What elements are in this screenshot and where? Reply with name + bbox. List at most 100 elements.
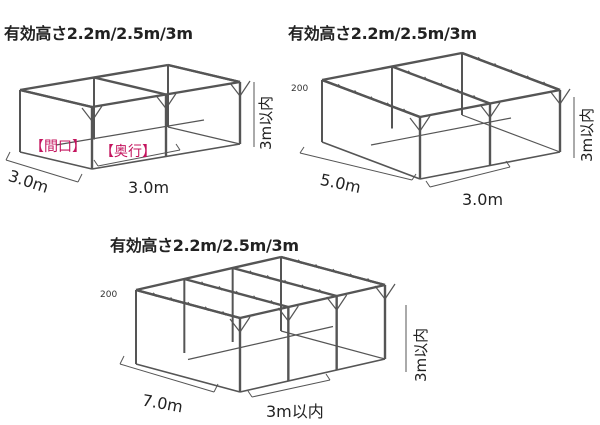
truss: [543, 81, 548, 87]
panel3-height-label: 3m以内: [412, 327, 430, 382]
base-pipe: [91, 143, 241, 170]
truss: [349, 273, 354, 278]
dimension-tick: [299, 146, 305, 154]
base-pipe: [461, 114, 561, 153]
brace: [384, 283, 396, 300]
dimension-line: [251, 379, 331, 398]
dimension-tick: [213, 383, 219, 393]
frontage-tag: 【間口】: [30, 139, 86, 155]
truss: [301, 284, 306, 289]
truss: [222, 311, 227, 316]
truss: [354, 90, 359, 95]
truss: [297, 259, 302, 264]
brace: [374, 285, 386, 300]
side-rail: [55, 119, 205, 146]
brace: [239, 80, 251, 97]
dimension-line: [97, 149, 181, 167]
truss: [403, 108, 408, 114]
truss: [270, 300, 275, 305]
panel3-title: 有効高さ2.2m/2.5m/3m: [110, 236, 299, 255]
truss: [266, 275, 271, 280]
rafter: [280, 255, 386, 287]
brace: [479, 104, 491, 118]
truss: [170, 297, 175, 302]
rafter: [461, 51, 561, 92]
panel1-height-label: 3m以内: [257, 95, 275, 150]
brace: [229, 318, 241, 333]
brace: [549, 90, 561, 105]
truss: [370, 96, 375, 101]
truss: [201, 281, 206, 286]
base-pipe: [19, 151, 93, 170]
base-pipe: [419, 151, 561, 180]
side-rail: [187, 325, 334, 361]
truss: [152, 292, 157, 297]
dimension-tick: [93, 159, 99, 167]
truss: [315, 264, 320, 269]
truss: [337, 83, 342, 89]
brace: [81, 107, 93, 122]
side-rail: [370, 117, 512, 146]
truss: [249, 270, 254, 275]
dimension-tick: [247, 390, 253, 398]
brace: [419, 115, 431, 132]
rafter: [232, 266, 337, 298]
dimension-line: [5, 159, 79, 183]
base-pipe: [280, 330, 386, 360]
truss: [473, 95, 478, 100]
truss: [440, 82, 445, 88]
panel2-title: 有効高さ2.2m/2.5m/3m: [288, 24, 477, 43]
truss: [332, 268, 337, 274]
panel2-depth-label: 3.0m: [462, 190, 504, 209]
brace: [489, 102, 501, 118]
brace: [559, 88, 571, 105]
truss: [204, 306, 209, 311]
depth-tag: 【奥行】: [100, 144, 156, 160]
brace: [155, 95, 167, 109]
truss: [318, 289, 323, 294]
base-pipe: [321, 141, 421, 180]
panel1-title: 有効高さ2.2m/2.5m/3m: [4, 24, 193, 43]
truss: [494, 63, 499, 68]
panel3-eave-label: 200: [100, 290, 118, 300]
dimension-tick: [425, 180, 431, 188]
brace: [287, 305, 299, 322]
brace: [409, 117, 421, 132]
truss: [218, 286, 223, 291]
rafter: [391, 65, 491, 105]
truss: [386, 102, 391, 107]
roof-beam: [239, 283, 386, 320]
brace: [229, 82, 241, 97]
dimension-line: [119, 363, 215, 393]
truss: [367, 278, 372, 283]
roof-beam: [135, 255, 282, 292]
base-pipe: [167, 126, 241, 145]
truss: [510, 69, 515, 74]
truss: [526, 75, 531, 80]
rafter: [93, 76, 167, 96]
dimension-tick: [505, 160, 511, 168]
dimension-tick: [5, 151, 11, 161]
panel1-depth-label: 3.0m: [128, 178, 170, 197]
panel2-eave-label: 200: [291, 84, 309, 94]
rafter: [19, 88, 93, 109]
dimension-tick: [325, 373, 331, 381]
panel3-depth-label: 3m以内: [266, 402, 324, 421]
dimension-tick: [77, 173, 83, 183]
brace: [239, 316, 251, 333]
brace: [326, 296, 338, 311]
truss: [456, 88, 461, 94]
truss: [235, 290, 240, 296]
base-pipe: [239, 358, 386, 393]
truss: [187, 301, 192, 307]
brace: [336, 294, 348, 311]
base-pipe: [135, 363, 241, 393]
rafter: [167, 63, 241, 84]
dimension-line: [429, 166, 511, 188]
dimension-tick: [411, 173, 417, 181]
panel2-height-label: 3m以内: [578, 107, 596, 162]
truss: [424, 76, 429, 82]
brace: [277, 307, 289, 322]
